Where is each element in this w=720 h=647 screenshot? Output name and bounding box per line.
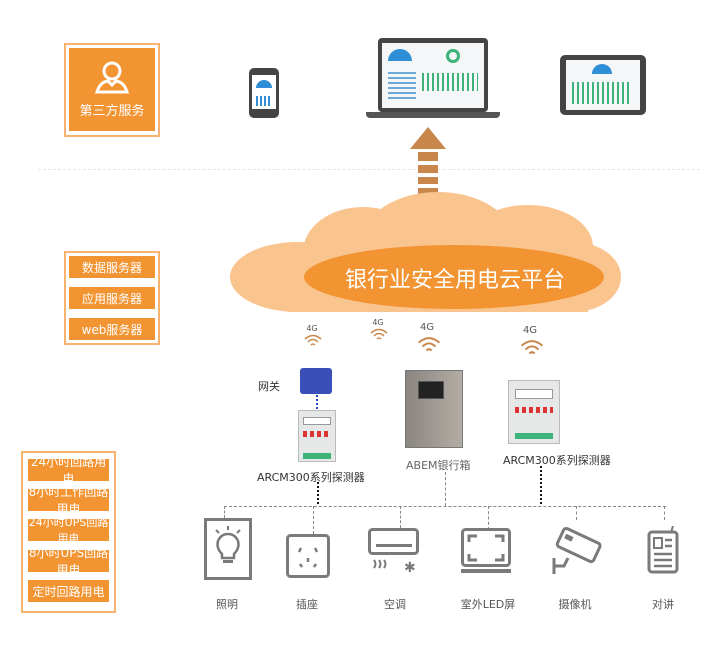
arcm300-left-label: ARCM300系列探测器 [257, 471, 365, 484]
connector-line [317, 482, 319, 504]
gateway-device [300, 368, 332, 394]
bus-drop [400, 506, 401, 528]
air-conditioner-icon: ✱ [368, 528, 419, 574]
signal-label: 4G [372, 318, 384, 327]
lighting-icon [204, 518, 252, 580]
phone-icon [249, 68, 279, 118]
bus-drop [576, 506, 577, 520]
terminal-label: 插座 [296, 598, 318, 611]
terminal-label: 对讲 [652, 598, 674, 611]
third-party-service: 第三方服务 [69, 48, 155, 131]
load-item: 8小时UPS回路用电 [28, 546, 109, 577]
bus-drop [224, 506, 225, 518]
terminal-label: 摄像机 [558, 598, 592, 611]
server-panel [64, 251, 160, 345]
signal-label: 4G [419, 322, 435, 333]
gateway-link [316, 395, 318, 409]
load-panel [21, 451, 116, 613]
wifi-icon [417, 337, 441, 352]
laptop-base [366, 112, 500, 118]
terminal-label: 室外LED屏 [460, 598, 516, 611]
abem-cabinet [405, 370, 463, 448]
cloud-shape [230, 192, 621, 312]
server-item: 应用服务器 [69, 287, 155, 309]
load-item: 24小时UPS回路用电 [28, 516, 109, 545]
abem-label: ABEM银行箱 [406, 459, 471, 472]
user-icon [94, 61, 130, 94]
socket-icon [286, 534, 330, 578]
arcm300-right-label: ARCM300系列探测器 [503, 454, 611, 467]
svg-text:✱: ✱ [404, 560, 416, 574]
bus-drop [664, 506, 665, 520]
signal-label: 4G [306, 324, 318, 333]
intercom-icon [647, 526, 679, 574]
server-item: 数据服务器 [69, 256, 155, 278]
load-item: 8小时工作回路用电 [28, 485, 109, 516]
arcm300-right-device [508, 380, 560, 444]
bus-line [224, 506, 666, 507]
upload-arrow-icon [410, 127, 446, 194]
bus-drop [313, 506, 314, 534]
terminal-label: 照明 [216, 598, 238, 611]
wifi-icon [520, 340, 544, 355]
gateway-label: 网关 [258, 380, 280, 393]
terminal-label: 空调 [384, 598, 406, 611]
laptop-icon [378, 38, 488, 112]
load-item: 定时回路用电 [28, 580, 109, 602]
load-item: 24小时回路用电 [28, 455, 109, 486]
led-screen-icon [461, 528, 511, 573]
connector-line [540, 466, 542, 504]
wifi-icon [370, 328, 388, 340]
arcm300-left-device [298, 410, 336, 462]
third-party-panel [64, 43, 160, 137]
wifi-icon [304, 334, 322, 346]
connector-line [445, 472, 446, 506]
server-item: web服务器 [69, 318, 155, 340]
cloud-platform-title: 银行业安全用电云平台 [344, 268, 565, 293]
third-party-label: 第三方服务 [79, 104, 145, 119]
signal-label: 4G [522, 325, 538, 336]
tablet-icon [560, 55, 646, 115]
section-divider [38, 169, 700, 170]
bus-drop [488, 506, 489, 530]
camera-icon [552, 527, 602, 574]
